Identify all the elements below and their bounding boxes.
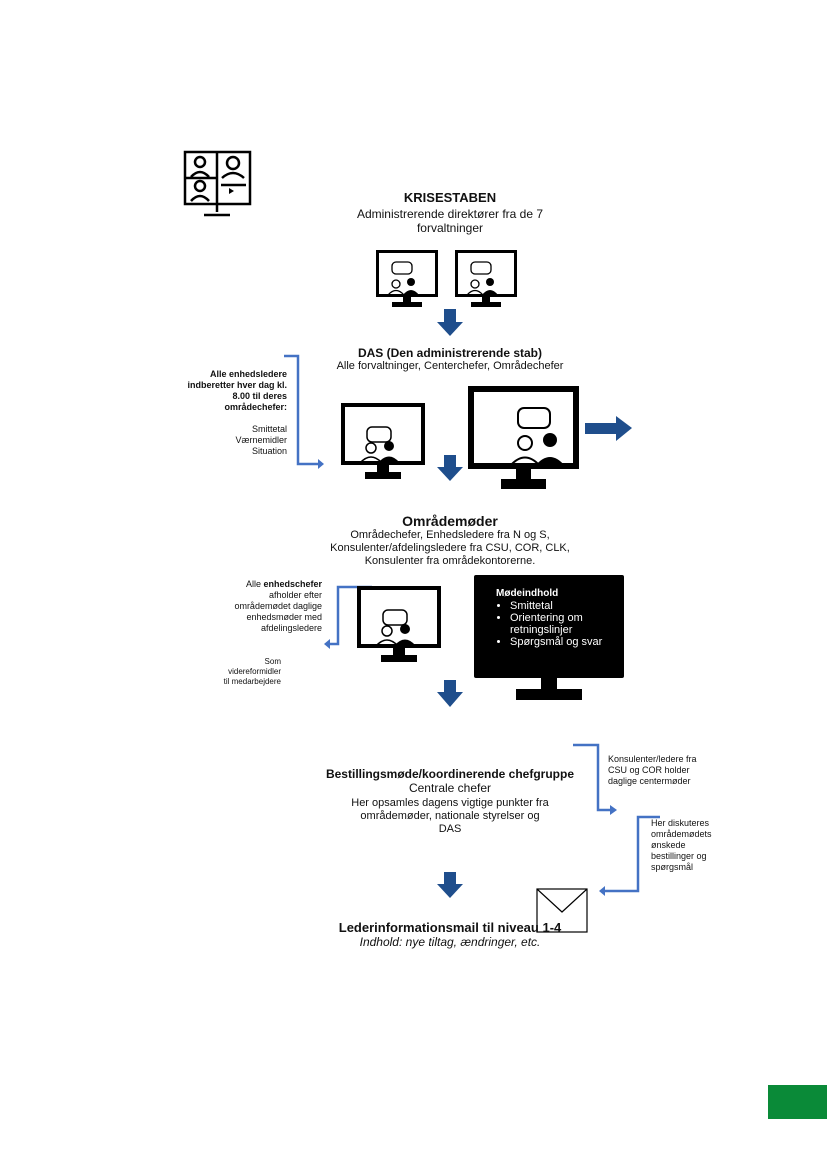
konsulenter-note: Konsulenter/ledere fra CSU og COR holder…: [608, 754, 728, 787]
omraade-title: Områdemøder: [402, 513, 498, 529]
envelope-icon: [536, 888, 588, 933]
das-block: DAS (Den administrerende stab) Alle forv…: [290, 346, 610, 373]
krisestaben-sub: forvaltninger: [416, 221, 484, 235]
note-line: bestillinger og: [651, 851, 707, 861]
bestilling-line: DAS: [438, 823, 462, 835]
note-line: områdemødet daglige: [234, 601, 322, 611]
note-line: daglige centermøder: [608, 776, 691, 786]
connector-enhedschefer: [330, 585, 372, 646]
videre-note: Som videreformidler til medarbejdere: [200, 657, 281, 687]
omraade-line: Konsulenter/afdelingsledere fra CSU, COR…: [330, 542, 570, 554]
omraade-line: Områdechefer, Enhedsledere fra N og S,: [350, 529, 550, 541]
note-line: spørgsmål: [651, 862, 694, 872]
moedeindhold-title: Mødeindhold: [496, 588, 559, 599]
moedeindhold-monitor: Mødeindhold Smittetal Orientering om ret…: [474, 575, 624, 678]
monitor-meeting-icon: [376, 250, 438, 307]
note-line: enhedsmøder med: [246, 612, 322, 622]
das-sub: Alle forvaltninger, Centerchefer, Område…: [336, 360, 564, 372]
moedeindhold-item: Orientering om retningslinjer: [510, 612, 618, 636]
note-line: afdelingsledere: [260, 623, 322, 633]
das-title: DAS (Den administrerende stab): [357, 346, 543, 360]
bestilling-block: Bestillingsmøde/koordinerende chefgruppe…: [300, 767, 600, 836]
monitor-meeting-icon: [341, 403, 425, 479]
moedeindhold-item: Spørgsmål og svar: [510, 636, 618, 648]
note-text: Alle: [245, 579, 264, 589]
bestilling-title: Bestillingsmøde/koordinerende chefgruppe: [325, 767, 575, 781]
bestilling-line: Her opsamles dagens vigtige punkter fra: [351, 797, 549, 809]
note-line: områdechefer:: [224, 402, 287, 412]
note-line: CSU og COR holder: [608, 765, 690, 775]
note-line: ønskede: [651, 840, 686, 850]
note-line: til medarbejdere: [223, 677, 281, 686]
bestilling-line: områdemøder, nationale styrelser og: [360, 810, 540, 822]
right-arrow-icon: [585, 416, 632, 441]
monitor-meeting-icon: [468, 386, 579, 489]
monitor-meeting-icon: [455, 250, 517, 307]
video-conference-icon: [183, 150, 252, 217]
note-item: Situation: [251, 446, 287, 456]
down-arrow-icon: [437, 680, 463, 707]
krisestaben-block: KRISESTABEN Administrerende direktører f…: [300, 190, 600, 235]
connector-konsulenter: [573, 743, 610, 812]
connector-diskuteres: [605, 815, 660, 893]
connector-das-left: [284, 354, 318, 466]
moedeindhold-item: Smittetal: [510, 600, 618, 612]
omraade-line: Konsulenter fra områdekontorerne.: [364, 555, 536, 567]
diskuteres-note: Her diskuteres områdemødets ønskede best…: [651, 818, 771, 873]
note-item: Værnemidler: [235, 435, 287, 445]
down-arrow-icon: [437, 309, 463, 336]
note-line: Som: [264, 657, 281, 666]
note-item: Smittetal: [251, 424, 287, 434]
note-line: indberetter hver dag kl.: [187, 380, 287, 390]
enhedschefer-note: Alle enhedschefer afholder efter områdem…: [200, 579, 322, 634]
krisestaben-title: KRISESTABEN: [403, 190, 497, 205]
corner-tab: [768, 1085, 827, 1119]
note-text-bold: enhedschefer: [263, 579, 322, 589]
left-note: Alle enhedsledere indberetter hver dag k…: [150, 369, 287, 457]
note-line: videreformidler: [228, 667, 281, 676]
down-arrow-icon: [437, 872, 463, 898]
note-line: Her diskuteres: [651, 818, 710, 828]
omraade-block: Områdemøder Områdechefer, Enhedsledere f…: [290, 513, 610, 568]
down-arrow-icon: [437, 455, 463, 481]
note-line: afholder efter: [268, 590, 322, 600]
krisestaben-sub: Administrerende direktører fra de 7: [356, 207, 544, 221]
note-line: Konsulenter/ledere fra: [608, 754, 697, 764]
note-line: Alle enhedsledere: [209, 369, 287, 379]
monitor-meeting-icon: [357, 586, 441, 662]
ledermail-title: Lederinformationsmail til niveau 1-4: [338, 920, 562, 935]
bestilling-sub: Centrale chefer: [408, 781, 492, 795]
note-line: 8.00 til deres: [232, 391, 287, 401]
note-line: områdemødets: [651, 829, 712, 839]
ledermail-block: Lederinformationsmail til niveau 1-4 Ind…: [280, 920, 620, 950]
ledermail-sub: Indhold: nye tiltag, ændringer, etc.: [359, 935, 541, 949]
